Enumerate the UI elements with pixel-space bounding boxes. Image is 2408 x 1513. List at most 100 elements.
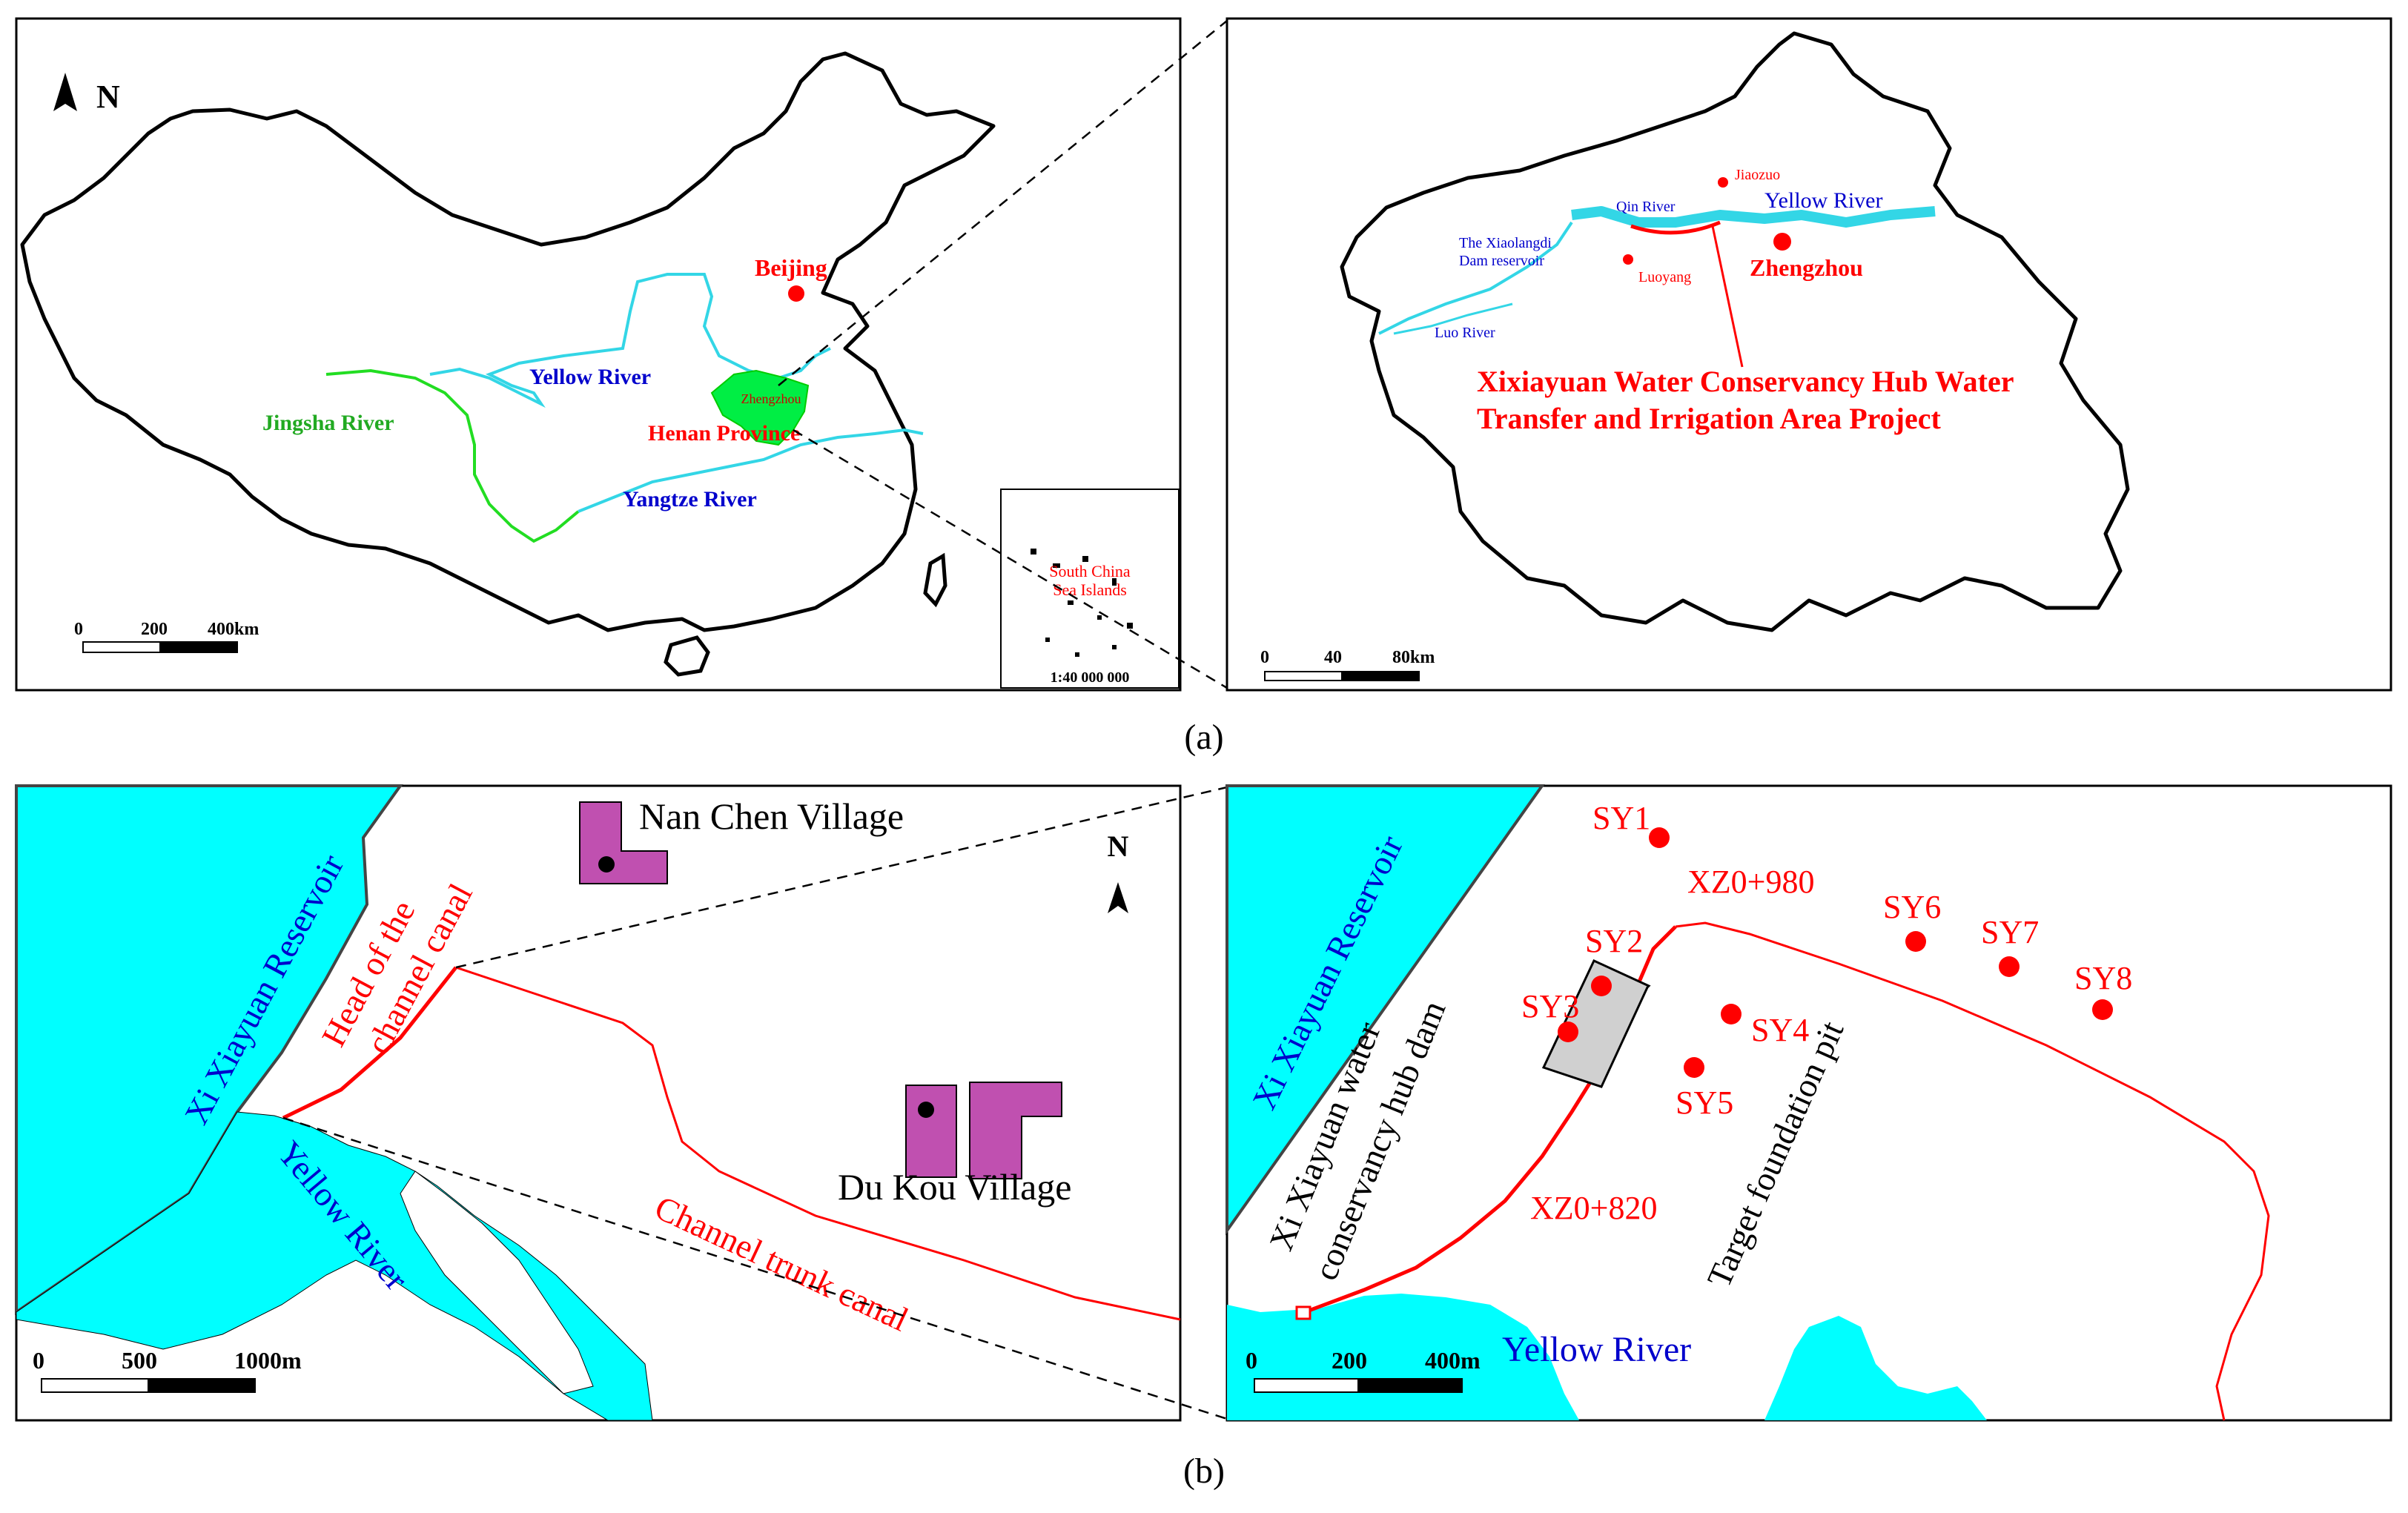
scale-a1-t2: 400km [208,620,259,639]
sy6-point [1905,931,1926,952]
yellow-river-label-a2: Yellow River [1764,188,1882,213]
yellow-river-line-a2 [1571,206,1936,228]
scale-a1-t1: 200 [141,620,168,639]
yellow-river-label-b2: Yellow River [1502,1330,1691,1369]
yellow-river-label-a1: Yellow River [529,365,651,389]
inset-label-line2: Sea Islands [1053,580,1127,599]
sy7-point [1999,956,2020,977]
sy6-label: SY6 [1883,889,1941,925]
sy4-label: SY4 [1751,1012,1809,1048]
sy2-label: SY2 [1585,923,1643,959]
xz980-label: XZ0+980 [1687,864,1814,900]
henan-province-shape [710,369,810,446]
scale-b2-t0: 0 [1246,1347,1257,1374]
beijing-label: Beijing [755,254,827,281]
du-kou-village-shape-1 [905,1085,957,1178]
nan-chen-label: Nan Chen Village [639,795,904,837]
beijing-dot [788,285,804,302]
scale-bar-b2: 0 200 400m [1246,1347,1481,1393]
inset-label-line1: South China [1049,562,1131,580]
scale-b1-t2: 1000m [234,1347,302,1374]
canal-head-marker [1295,1305,1312,1320]
qin-river-label: Qin River [1616,199,1676,215]
china-outline [20,51,996,632]
yangtze-river-label: Yangtze River [623,487,757,511]
du-kou-dot [918,1102,934,1118]
sy-points [1558,827,2113,1078]
sy8-point [2092,999,2113,1020]
north-label-a: N [96,79,120,115]
xiaolangdi-label-1: The Xiaolangdi [1459,235,1552,251]
project-label-line1: Xixiayuan Water Conservancy Hub Water [1477,365,2014,398]
sy5-point [1684,1057,1704,1078]
scale-b1-t0: 0 [33,1347,44,1374]
scale-a1-t0: 0 [74,620,83,639]
luoyang-dot [1623,254,1633,265]
yangtze-river-line [578,428,924,513]
luo-river-label: Luo River [1435,325,1495,341]
north-label-b: N [1108,830,1129,863]
foundation-pit-shape [1541,959,1651,1088]
scale-bar-a2: 0 40 80km [1260,648,1435,681]
zhengzhou-label-a2: Zhengzhou [1750,254,1863,281]
connector-lines-b [282,786,1228,1420]
sy3-label: SY3 [1521,988,1579,1024]
xiaolangdi-label-2: Dam reservoir [1459,253,1544,269]
north-arrow-icon [53,73,77,111]
river-island-b1 [400,1171,594,1394]
qin-river-line [1630,220,1721,235]
project-label-line2: Transfer and Irrigation Area Project [1477,402,1942,435]
henan-province-label: Henan Province [648,421,800,446]
luoyang-label: Luoyang [1638,269,1691,285]
scale-b2-t2: 400m [1425,1347,1481,1374]
du-kou-village-shape-2 [969,1082,1062,1179]
sy4-point [1721,1004,1742,1024]
scale-b2-t1: 200 [1332,1347,1367,1374]
panel-b-detail-map: SY1 SY2 SY3 SY4 SY5 SY6 SY7 SY8 XZ0+980 … [1226,784,2392,1422]
sy5-label: SY5 [1676,1085,1733,1121]
caption-a: (a) [1184,718,1223,757]
panel-a-china-map: South China Sea Islands 1:40 000 000 N B… [15,17,1182,692]
scale-a2-t1: 40 [1324,648,1342,667]
jiaozuo-label: Jiaozuo [1735,167,1780,183]
scale-a2-t2: 80km [1392,648,1435,667]
sy1-point [1649,827,1670,848]
channel-trunk-canal-line [455,966,1181,1321]
taiwan-island [923,552,947,608]
sy8-label: SY8 [2074,960,2132,996]
scale-a2-t0: 0 [1260,648,1269,667]
scale-b1-t1: 500 [122,1347,157,1374]
panel-a-henan-map: Jiaozuo Qin River Yellow River The Xiaol… [1226,17,2392,692]
trunk-line-b2 [1675,921,2270,1421]
inset-islands [1031,549,1133,657]
north-arrow-icon-b [1108,882,1128,913]
hainan-island [664,635,710,677]
sy1-label: SY1 [1592,800,1650,836]
inset-frame [1000,489,1180,689]
head-channel-canal-line [282,966,457,1120]
panel-b-site-map: N Xi Xiayuan Reservoir Nan Chen Village … [15,784,1182,1422]
scale-bar-b1: 0 500 1000m [33,1347,302,1393]
caption-b: (b) [1183,1451,1225,1491]
xiaolangdi-reservoir-line [1378,221,1573,335]
project-leader-line [1711,225,1744,368]
zhengzhou-dot [1773,233,1791,251]
jingsha-river-label: Jingsha River [262,411,394,435]
sy7-label: SY7 [1981,914,2039,950]
du-kou-label: Du Kou Village [838,1166,1071,1208]
reservoir-b2 [1226,784,1545,1236]
sy3-point [1558,1022,1578,1042]
inset-scale: 1:40 000 000 [1051,669,1130,686]
yellow-river-b2-pond [1764,1316,1987,1420]
yellow-river-b1 [16,1111,653,1421]
xz820-label: XZ0+820 [1530,1190,1657,1226]
luo-river-line [1393,302,1513,335]
nan-chen-dot [598,856,615,873]
scale-bar-a1: 0 200 400km [74,620,259,653]
jingsha-river-line [325,368,580,543]
sy2-point [1591,976,1612,996]
connector-lines-a [778,20,1228,689]
zhengzhou-label-a1: Zhengzhou [741,391,801,406]
jiaozuo-dot [1718,177,1728,188]
